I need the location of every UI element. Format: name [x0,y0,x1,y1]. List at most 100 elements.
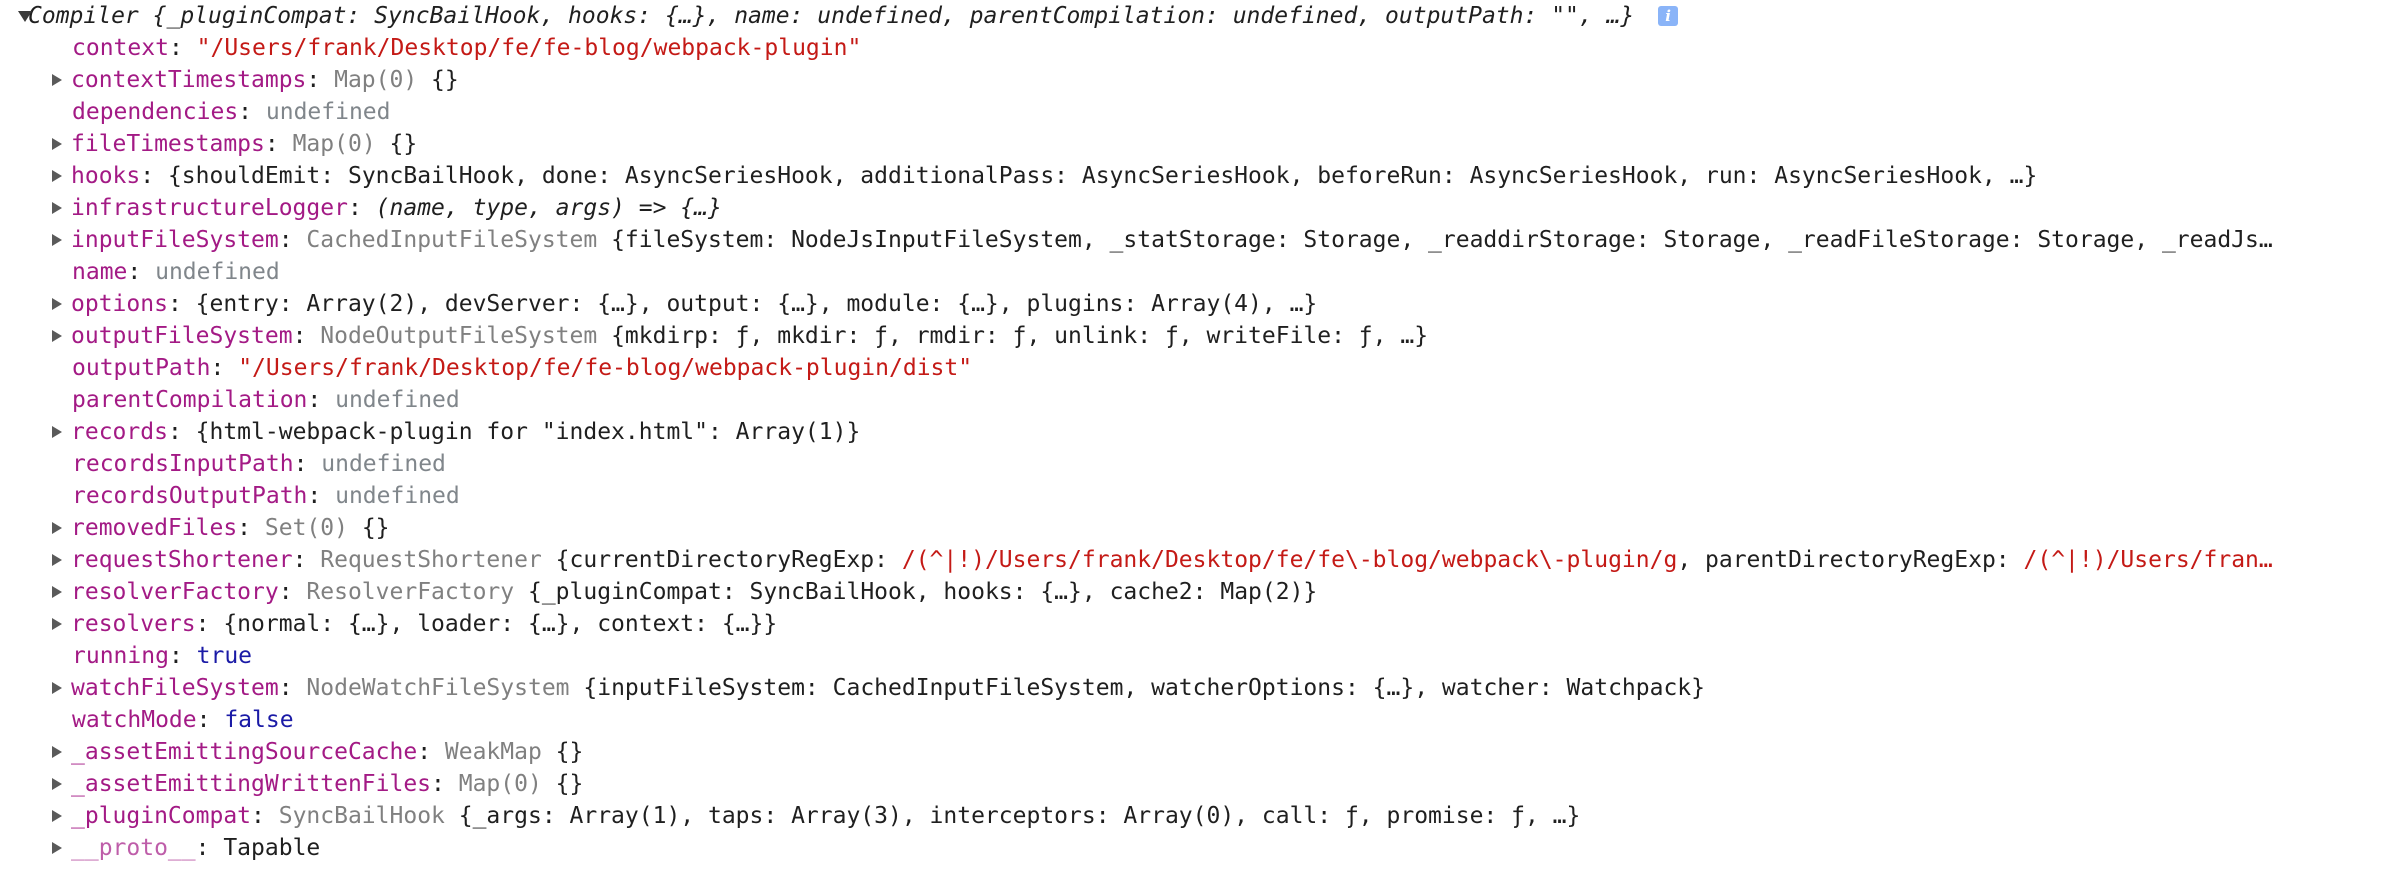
property-value: true [196,643,253,669]
expand-triangle-icon[interactable] [52,842,62,854]
property-row-context: context: "/Users/frank/Desktop/fe/fe-blo… [0,32,2388,64]
property-value: {} [389,131,418,157]
property-row-dependencies: dependencies: undefined [0,96,2388,128]
property-row-proto[interactable]: __proto__: Tapable [0,832,2388,864]
property-key: infrastructureLogger [71,195,348,221]
property-value: {shouldEmit: SyncBailHook, done: AsyncSe… [167,163,2038,189]
expand-triangle-icon[interactable] [52,778,62,790]
property-key: name [72,259,128,285]
property-row-plugincompat[interactable]: _pluginCompat: SyncBailHook {_args: Arra… [0,800,2388,832]
property-type: CachedInputFileSystem [306,227,612,253]
key-separator: : [431,771,459,797]
object-root-row[interactable]: Compiler {_pluginCompat: SyncBailHook, h… [0,0,2378,32]
property-row-options[interactable]: options: {entry: Array(2), devServer: {…… [0,288,2388,320]
property-row-infrastructurelogger[interactable]: infrastructureLogger: (name, type, args)… [0,192,2388,224]
property-key: fileTimestamps [71,131,265,157]
property-key: watchFileSystem [71,675,279,701]
key-separator: : [307,483,336,509]
key-separator: : [278,227,307,253]
property-row-recordsinputpath: recordsInputPath: undefined [0,448,2388,480]
object-root-summary: Compiler {_pluginCompat: SyncBailHook, h… [28,3,1635,29]
property-value: undefined [321,451,446,477]
property-row-assetemittingwrittenfiles[interactable]: _assetEmittingWrittenFiles: Map(0) {} [0,768,2388,800]
property-row-records[interactable]: records: {html-webpack-plugin for "index… [0,416,2388,448]
expand-triangle-icon[interactable] [52,234,62,246]
key-separator: : [195,835,224,861]
property-key: options [71,291,168,317]
expand-triangle-icon[interactable] [52,202,62,214]
property-key: recordsInputPath [72,451,294,477]
property-value: {normal: {…}, loader: {…}, context: {…}} [223,611,778,637]
key-separator: : [278,579,307,605]
expand-triangle-icon[interactable] [52,522,62,534]
property-key: _pluginCompat [71,803,252,829]
property-row-hooks[interactable]: hooks: {shouldEmit: SyncBailHook, done: … [0,160,2388,192]
property-row-resolvers[interactable]: resolvers: {normal: {…}, loader: {…}, co… [0,608,2388,640]
property-key: removedFiles [71,515,238,541]
key-separator: : [210,355,239,381]
key-separator: : [307,387,336,413]
property-row-contexttimestamps[interactable]: contextTimestamps: Map(0) {} [0,64,2388,96]
property-key: recordsOutputPath [72,483,308,509]
property-row-assetemittingsourcecache[interactable]: _assetEmittingSourceCache: WeakMap {} [0,736,2388,768]
property-value: undefined [155,259,280,285]
property-key: _assetEmittingWrittenFiles [71,771,432,797]
property-value: {entry: Array(2), devServer: {…}, output… [195,291,1318,317]
key-separator: : [238,99,266,125]
property-key: resolvers [71,611,196,637]
key-separator: : [237,515,265,541]
property-value: {_args: Array(1), taps: Array(3), interc… [458,803,1581,829]
property-value: {mkdirp: ƒ, mkdir: ƒ, rmdir: ƒ, unlink: … [611,323,1429,349]
property-row-watchfilesystem[interactable]: watchFileSystem: NodeWatchFileSystem {in… [0,672,2388,704]
property-row-running: running: true [0,640,2388,672]
expand-triangle-icon[interactable] [52,298,62,310]
property-row-recordsoutputpath: recordsOutputPath: undefined [0,480,2388,512]
property-value: {} [555,771,584,797]
key-separator: : [292,323,321,349]
property-key: requestShortener [71,547,293,573]
property-type: Set(0) [264,515,362,541]
property-value: "/Users/frank/Desktop/fe/fe-blog/webpack… [238,355,973,381]
key-separator: : [167,419,196,445]
expand-triangle-icon[interactable] [52,74,62,86]
property-value: {currentDirectoryRegExp: /(^|!)/Users/fr… [555,547,2273,573]
property-key: outputPath [72,355,211,381]
property-row-requestshortener[interactable]: requestShortener: RequestShortener {curr… [0,544,2388,576]
expand-triangle-icon[interactable] [52,554,62,566]
key-separator: : [168,643,197,669]
expand-triangle-icon[interactable] [52,618,62,630]
property-value: {_pluginCompat: SyncBailHook, hooks: {…}… [527,579,1318,605]
expand-triangle-icon[interactable] [52,330,62,342]
property-key: __proto__ [71,835,196,861]
expanded-triangle-icon[interactable] [18,11,32,22]
expand-triangle-icon[interactable] [52,586,62,598]
key-separator: : [417,739,445,765]
property-row-filetimestamps[interactable]: fileTimestamps: Map(0) {} [0,128,2388,160]
property-type: NodeWatchFileSystem [306,675,584,701]
expand-triangle-icon[interactable] [52,682,62,694]
property-value: {} [431,67,459,93]
property-value: undefined [335,483,460,509]
property-value: {} [361,515,390,541]
property-key: hooks [71,163,141,189]
expand-triangle-icon[interactable] [52,746,62,758]
property-type: WeakMap [444,739,556,765]
property-row-resolverfactory[interactable]: resolverFactory: ResolverFactory {_plugi… [0,576,2388,608]
info-icon[interactable]: i [1658,6,1679,26]
property-row-outputfilesystem[interactable]: outputFileSystem: NodeOutputFileSystem {… [0,320,2388,352]
property-row-watchmode: watchMode: false [0,704,2388,736]
expand-triangle-icon[interactable] [52,426,62,438]
property-row-inputfilesystem[interactable]: inputFileSystem: CachedInputFileSystem {… [0,224,2388,256]
expand-triangle-icon[interactable] [52,138,62,150]
key-separator: : [292,547,321,573]
expand-triangle-icon[interactable] [52,170,62,182]
property-value: {inputFileSystem: CachedInputFileSystem,… [583,675,1705,701]
property-row-removedfiles[interactable]: removedFiles: Set(0) {} [0,512,2388,544]
property-key: dependencies [72,99,239,125]
expand-triangle-icon[interactable] [52,810,62,822]
property-value: false [224,707,294,733]
property-key: context [72,35,169,61]
key-separator: : [306,67,335,93]
property-key: watchMode [72,707,197,733]
